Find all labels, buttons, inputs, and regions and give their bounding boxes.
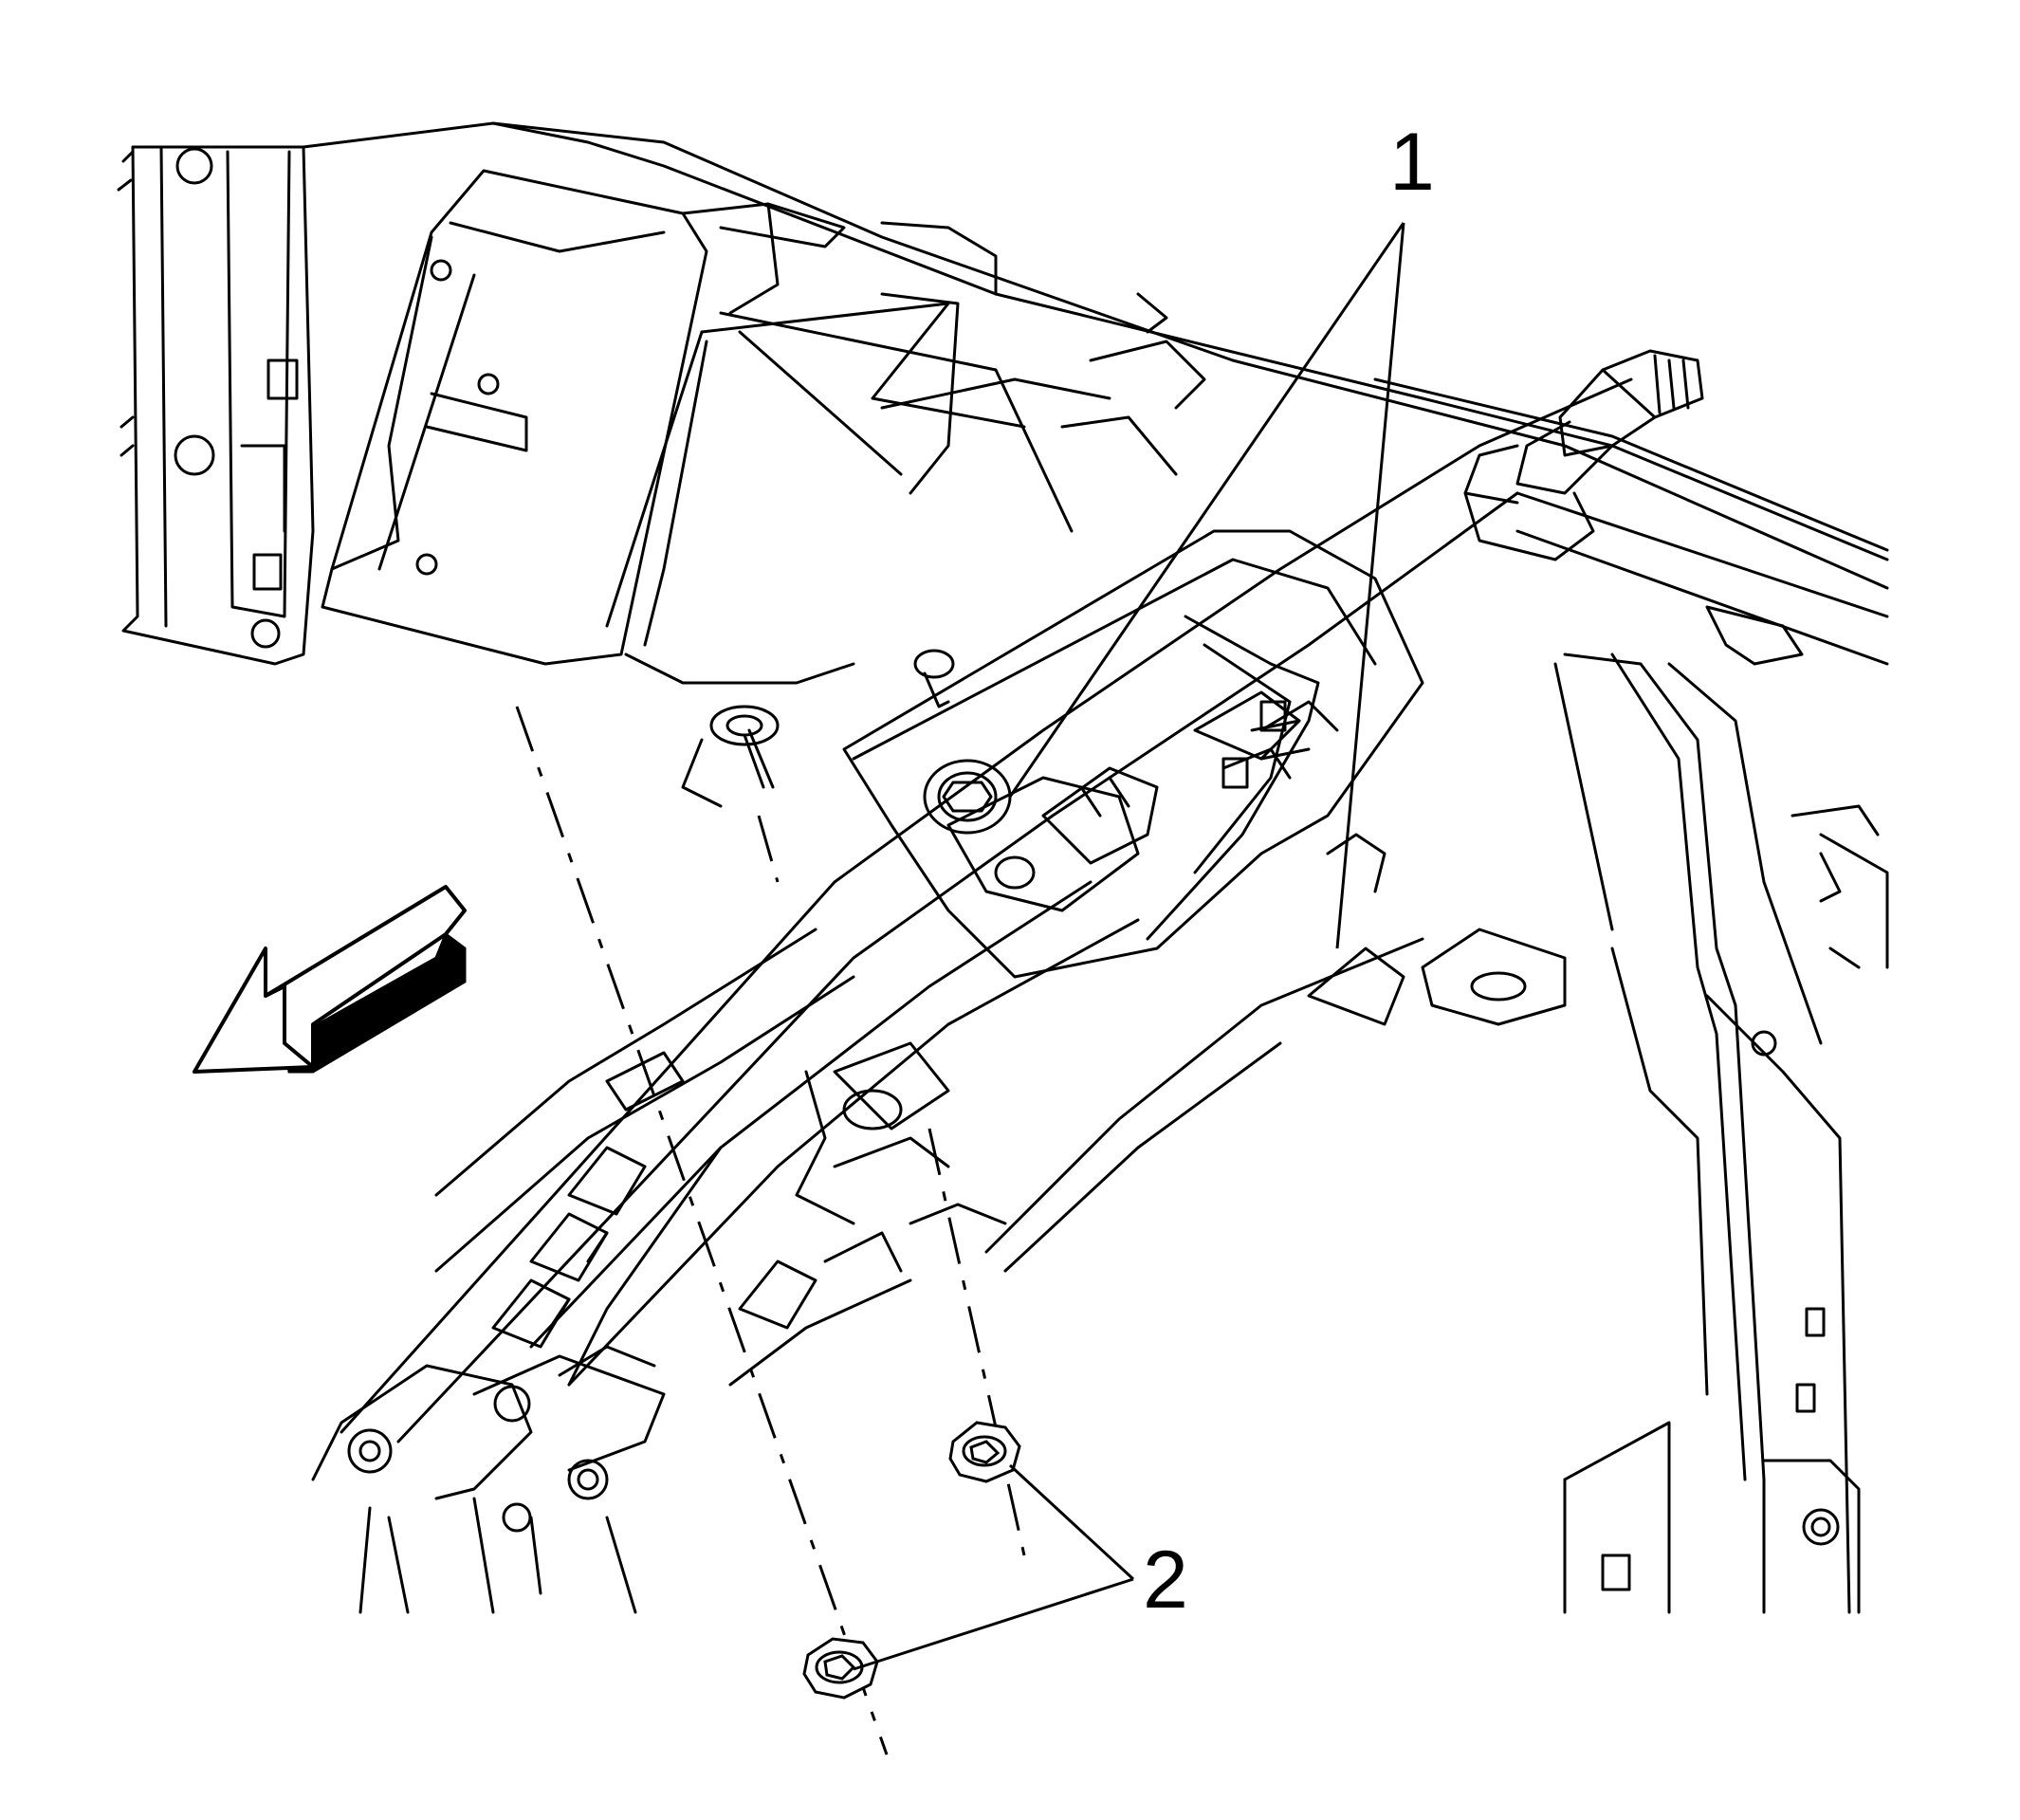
callout-label-2: 2 — [1143, 1535, 1188, 1626]
cross-car-beam — [302, 121, 1889, 666]
nut-icon — [802, 1637, 879, 1700]
left-frame-bracket — [117, 145, 315, 666]
guide-line-right — [927, 1128, 1026, 1556]
right-lower-bracket — [1307, 833, 1567, 1026]
leader-2-a — [853, 1577, 1134, 1671]
input-shaft-spline — [1463, 349, 1704, 561]
nut-fasteners — [802, 1421, 1021, 1700]
upper-mount-bracket — [321, 169, 846, 666]
leader-1-b — [1335, 222, 1405, 949]
lower-bracket — [311, 1345, 666, 1614]
direction-arrow-icon — [193, 885, 467, 1074]
callout-leaders — [853, 222, 1405, 1671]
lower-sweep-lines — [728, 937, 1424, 1387]
callout-label-1: 1 — [1389, 117, 1435, 208]
upper-stud-center — [913, 649, 955, 708]
steering-column-shaft — [340, 377, 1633, 1443]
leader-1-a — [1008, 222, 1405, 798]
right-support-frame — [1553, 653, 1889, 1614]
nut-icon — [948, 1421, 1021, 1483]
guide-line-center — [757, 815, 780, 883]
lower-joint-housing — [795, 1041, 950, 1273]
guide-line-left — [515, 706, 889, 1756]
tilt-lever — [1146, 615, 1320, 941]
brace-ribs — [491, 1051, 817, 1349]
leader-2-b — [1008, 1463, 1135, 1581]
upper-stud-left — [681, 705, 780, 808]
installation-guide-lines — [515, 706, 1026, 1756]
lattice-crossbars — [605, 221, 1206, 685]
column-housing — [842, 529, 1424, 979]
